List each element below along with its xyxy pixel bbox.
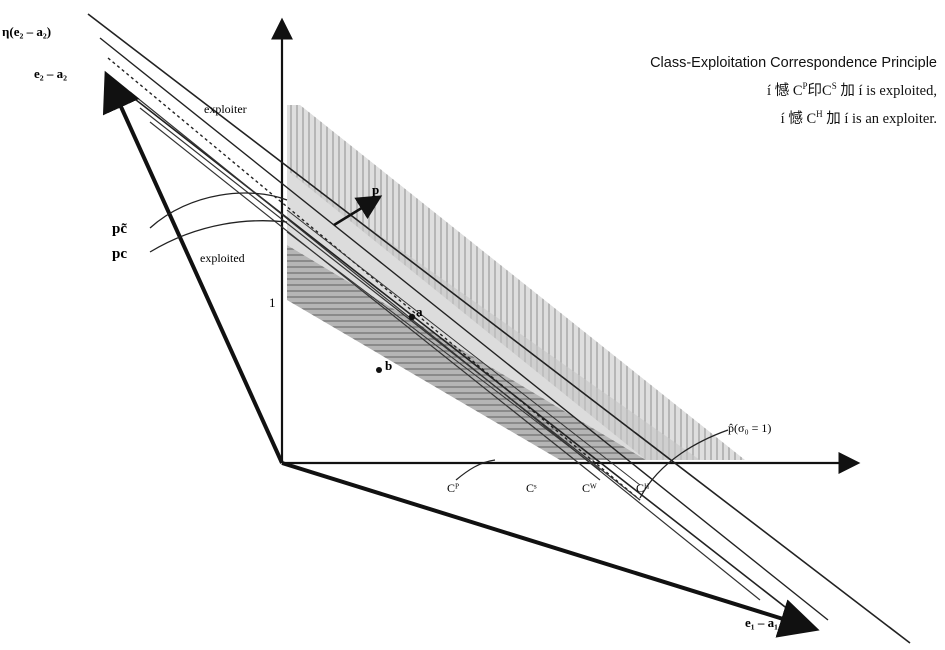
label-exploiter: exploiter [204,102,247,116]
label-c-s: Cˢ [526,481,537,495]
exploiter-region [287,105,745,460]
line1-mid: 印C [807,82,832,99]
pc-pointer [149,220,288,253]
label-p-vector: p [372,182,379,197]
line2-sup1: H [816,108,823,119]
principle-line-exploited: í 憾 CP印CS 加 í is exploited, [650,75,937,103]
principle-line-exploiter: í 憾 CH 加 í is an exploiter. [650,103,937,131]
label-exploited: exploited [200,251,245,265]
vector-e2-a2 [102,70,284,464]
vector-e1-a1 [281,461,820,638]
label-c-h: Cᴴ [636,481,650,495]
line1-post: 加 í is exploited, [836,82,937,99]
line1-sup1: P [802,81,808,91]
label-pc-tilde: pc̃ [112,221,127,237]
inner-line-2 [149,121,601,481]
line2-pre: í 憾 C [780,110,817,127]
point-a [408,313,416,321]
label-e1-a1: e₁ – a₁ [745,615,778,630]
p-hat-pointer [639,429,729,499]
label-b: b [385,358,392,373]
inner-line-1 [139,107,641,501]
label-e2-a2: e₂ – a₂ [34,66,67,81]
label-y-axis-vector: η(e₂ – a₂) [2,24,51,39]
mid-line-2 [129,91,761,601]
label-c-p: Cᴾ [447,481,459,495]
label-a: a [416,304,423,319]
thin-line-3 [286,209,641,486]
line2-post: 加 í is an exploiter. [822,110,937,127]
principle-heading: Class-Exploitation Correspondence Princi… [650,52,937,131]
line1-sup2: S [831,81,837,91]
middle-band [287,170,700,460]
mid-line-1 [107,77,813,629]
price-vector [333,195,383,227]
line1-pre: í 憾 C [767,82,803,99]
cp-pointer [455,459,496,481]
principle-title: Class-Exploitation Correspondence Princi… [650,55,937,71]
label-c-w: Cᵂ [582,481,597,495]
pc-tilde-pointer [149,192,288,229]
point-b [376,367,382,373]
label-one: 1 [269,295,276,310]
dotted-line [107,57,641,501]
label-pc: pc [112,246,127,262]
outer-line-1 [87,13,911,644]
label-p-hat: p̂(σ₀ = 1) [728,421,771,435]
thin-line-4 [286,231,601,471]
outer-line-2 [99,37,829,621]
